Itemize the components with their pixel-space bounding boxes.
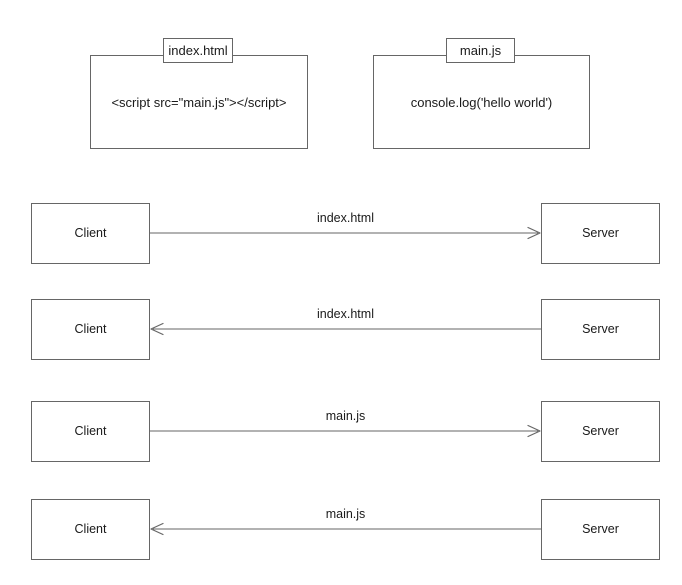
arrow-connector-1 (150, 221, 541, 245)
client-node-label: Client (74, 424, 107, 439)
code-snippet-main-js: console.log('hello world') (410, 94, 553, 110)
file-panel-index-html: <script src="main.js"></script> (90, 55, 308, 149)
server-node-label: Server (582, 522, 619, 537)
arrow-connector-2 (150, 317, 541, 341)
file-panel-body: <script src="main.js"></script> (91, 56, 307, 148)
edge-label-4: main.js (325, 507, 366, 521)
server-node-label: Server (582, 424, 619, 439)
server-node-3: Server (541, 401, 660, 462)
edge-label-1: index.html (317, 211, 374, 225)
file-tab-index-html[interactable]: index.html (163, 38, 233, 63)
client-node-label: Client (74, 522, 107, 537)
file-panel-body: console.log('hello world') (374, 56, 589, 148)
client-node-4: Client (31, 499, 150, 560)
server-node-label: Server (582, 322, 619, 337)
edge-label-3: main.js (325, 409, 366, 423)
arrow-connector-3 (150, 419, 541, 443)
file-tab-label: index.html (168, 43, 228, 58)
server-node-label: Server (582, 226, 619, 241)
client-node-label: Client (74, 226, 107, 241)
edge-label-2: index.html (317, 307, 374, 321)
client-node-3: Client (31, 401, 150, 462)
client-node-2: Client (31, 299, 150, 360)
code-snippet-index-html: <script src="main.js"></script> (111, 94, 287, 110)
server-node-2: Server (541, 299, 660, 360)
file-tab-main-js[interactable]: main.js (446, 38, 515, 63)
file-tab-label: main.js (459, 43, 502, 58)
file-panel-main-js: console.log('hello world') (373, 55, 590, 149)
client-node-1: Client (31, 203, 150, 264)
server-node-4: Server (541, 499, 660, 560)
arrow-connector-4 (150, 517, 541, 541)
server-node-1: Server (541, 203, 660, 264)
client-node-label: Client (74, 322, 107, 337)
